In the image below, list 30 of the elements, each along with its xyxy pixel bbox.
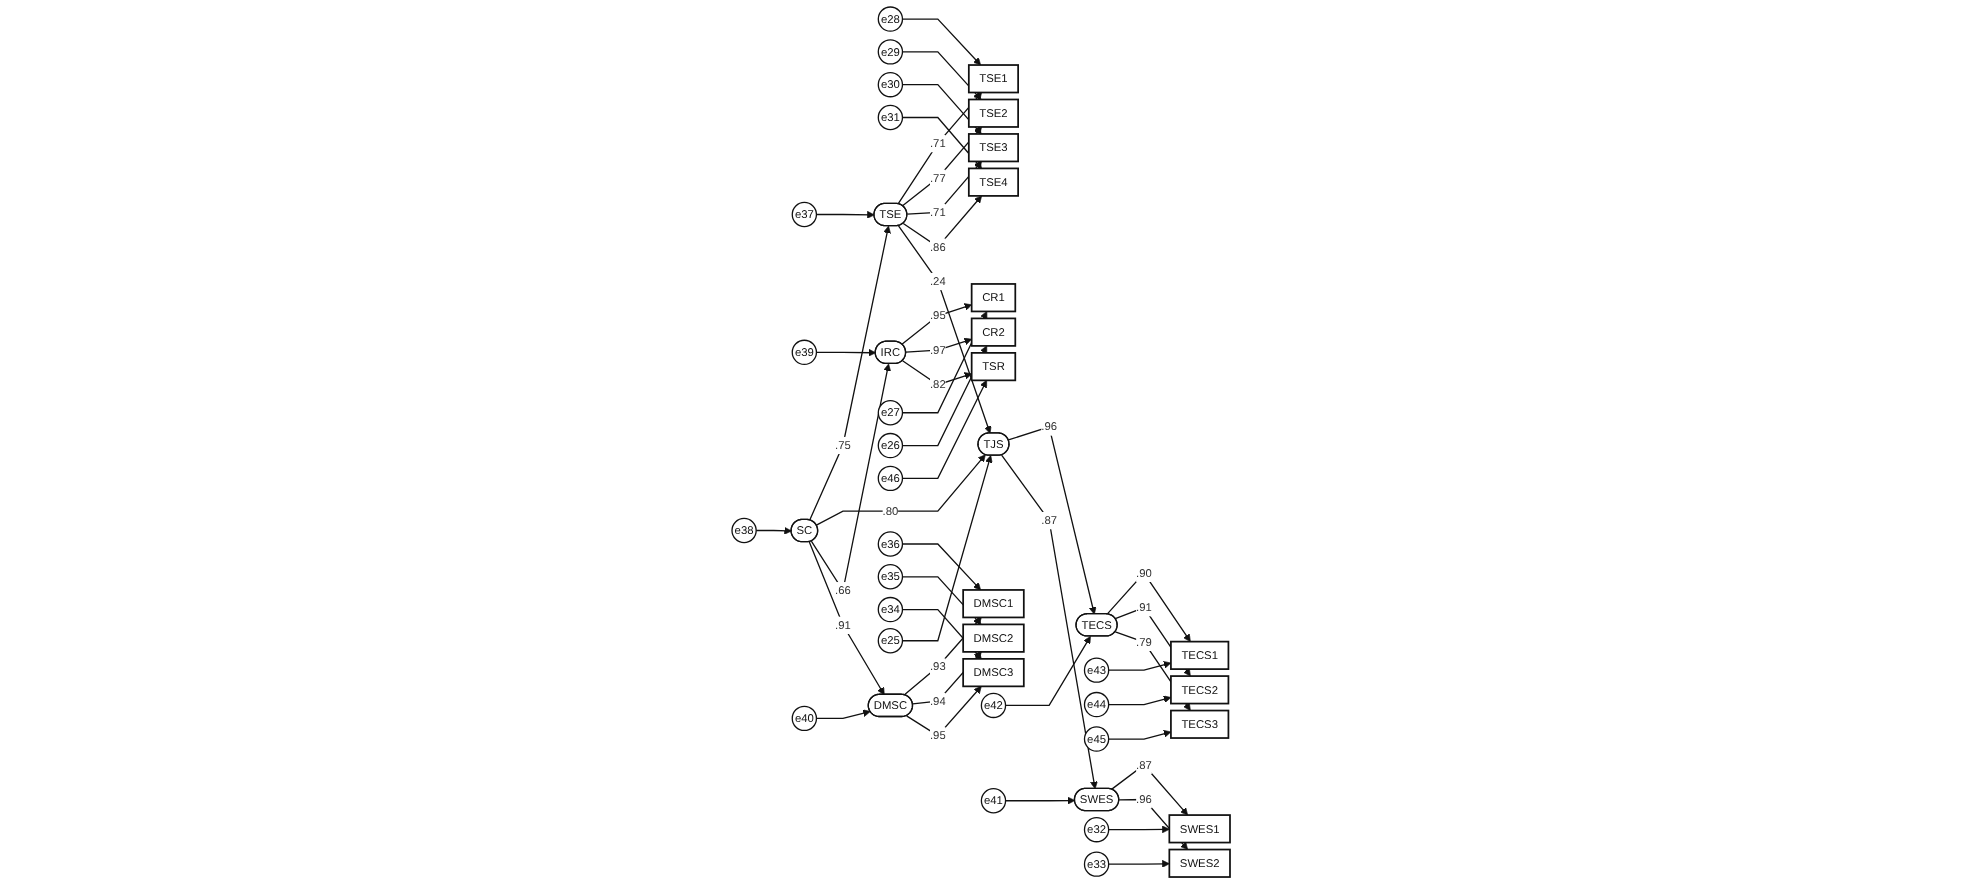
arrow bbox=[1108, 825, 1170, 834]
arrow bbox=[815, 211, 875, 219]
arrow bbox=[1007, 425, 1097, 615]
arrow bbox=[1108, 661, 1172, 671]
arrow bbox=[1108, 860, 1170, 868]
arrow bbox=[901, 51, 982, 100]
arrow bbox=[897, 92, 982, 205]
arrow bbox=[901, 126, 982, 207]
arrow bbox=[808, 541, 885, 696]
arrow bbox=[901, 345, 988, 447]
arrow bbox=[901, 543, 981, 591]
arrow bbox=[809, 225, 891, 521]
arrow bbox=[905, 686, 982, 737]
arrow bbox=[901, 116, 982, 169]
arrow bbox=[1004, 796, 1076, 805]
arrow bbox=[815, 709, 871, 720]
arrow bbox=[1108, 695, 1172, 706]
arrow bbox=[1004, 636, 1091, 707]
arrow bbox=[815, 348, 876, 357]
arrow bbox=[901, 360, 972, 386]
arrow bbox=[901, 303, 972, 345]
arrow bbox=[901, 380, 987, 480]
arrow bbox=[1000, 454, 1098, 790]
arrow bbox=[897, 225, 992, 434]
arrow bbox=[901, 18, 981, 66]
arrow bbox=[906, 161, 982, 215]
arrow bbox=[901, 84, 982, 135]
arrow bbox=[755, 526, 792, 535]
arrow bbox=[815, 454, 986, 526]
arrow bbox=[1108, 730, 1172, 740]
